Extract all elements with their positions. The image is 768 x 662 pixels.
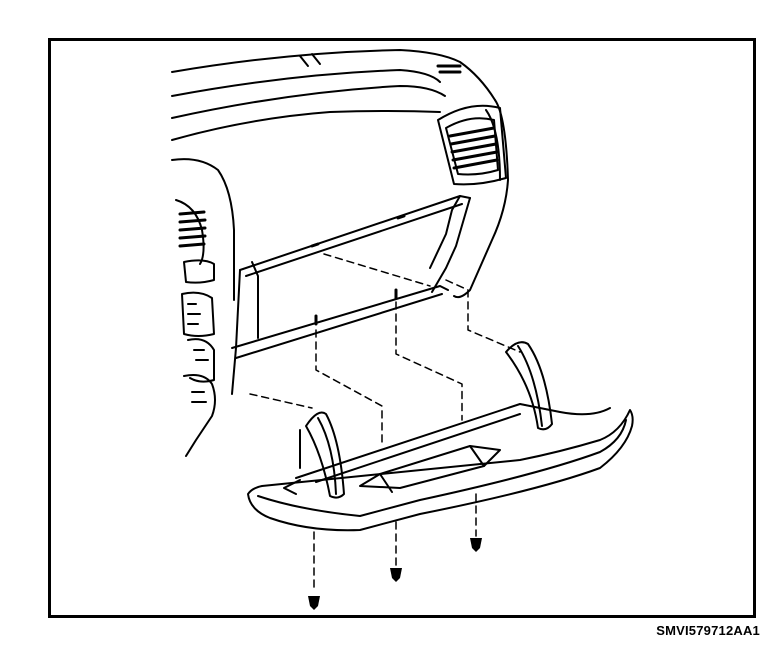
instrument-panel-top [171,49,496,141]
figure-reference-code: SMVI579712AA1 [656,623,760,638]
center-stack [171,158,235,457]
right-air-vent [437,99,509,299]
figure-frame [48,38,756,618]
mounting-screws [308,493,482,610]
screw-icon [308,596,320,610]
glovebox-opening [231,195,471,395]
screw-icon [390,568,402,582]
glovebox-assembly [247,341,634,532]
screw-icon [470,538,482,552]
